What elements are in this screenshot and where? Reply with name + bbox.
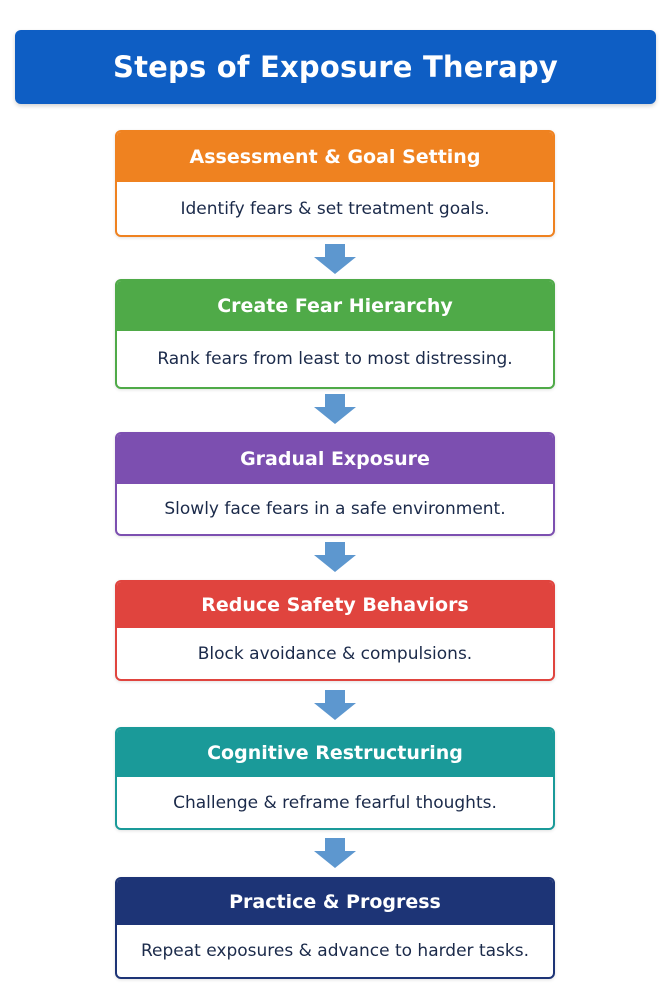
step-gradual-exposure: Gradual Exposure Slowly face fears in a …	[115, 432, 555, 536]
step-description-box: Rank fears from least to most distressin…	[117, 331, 553, 387]
step-title: Gradual Exposure	[240, 448, 430, 470]
step-description: Identify fears & set treatment goals.	[180, 198, 490, 219]
step-header: Reduce Safety Behaviors	[117, 582, 553, 628]
down-arrow-icon	[314, 542, 356, 572]
step-title: Assessment & Goal Setting	[189, 146, 481, 168]
step-title: Practice & Progress	[229, 891, 441, 913]
step-description: Repeat exposures & advance to harder tas…	[141, 941, 529, 961]
step-practice-progress: Practice & Progress Repeat exposures & a…	[115, 877, 555, 979]
step-description-box: Repeat exposures & advance to harder tas…	[117, 925, 553, 977]
step-header: Gradual Exposure	[117, 434, 553, 484]
step-title: Cognitive Restructuring	[207, 742, 463, 764]
down-arrow-icon	[314, 394, 356, 424]
down-arrow-icon	[314, 690, 356, 720]
step-description-box: Block avoidance & compulsions.	[117, 628, 553, 679]
down-arrow-icon	[314, 838, 356, 868]
step-title: Create Fear Hierarchy	[217, 295, 453, 317]
step-reduce-safety-behaviors: Reduce Safety Behaviors Block avoidance …	[115, 580, 555, 681]
step-description-box: Slowly face fears in a safe environment.	[117, 484, 553, 534]
step-description: Slowly face fears in a safe environment.	[164, 499, 506, 519]
step-header: Create Fear Hierarchy	[117, 281, 553, 331]
step-description: Rank fears from least to most distressin…	[157, 349, 513, 369]
diagram-title: Steps of Exposure Therapy	[113, 50, 558, 84]
step-assessment-goal-setting: Assessment & Goal Setting Identify fears…	[115, 130, 555, 237]
step-title: Reduce Safety Behaviors	[201, 594, 469, 616]
step-description: Block avoidance & compulsions.	[197, 643, 473, 664]
step-cognitive-restructuring: Cognitive Restructuring Challenge & refr…	[115, 727, 555, 830]
step-create-fear-hierarchy: Create Fear Hierarchy Rank fears from le…	[115, 279, 555, 389]
down-arrow-icon	[314, 244, 356, 274]
step-header: Practice & Progress	[117, 879, 553, 925]
title-banner: Steps of Exposure Therapy	[15, 30, 656, 104]
step-description: Challenge & reframe fearful thoughts.	[173, 792, 497, 813]
step-description-box: Challenge & reframe fearful thoughts.	[117, 777, 553, 828]
step-description-box: Identify fears & set treatment goals.	[117, 182, 553, 235]
step-header: Assessment & Goal Setting	[117, 132, 553, 182]
step-header: Cognitive Restructuring	[117, 729, 553, 777]
